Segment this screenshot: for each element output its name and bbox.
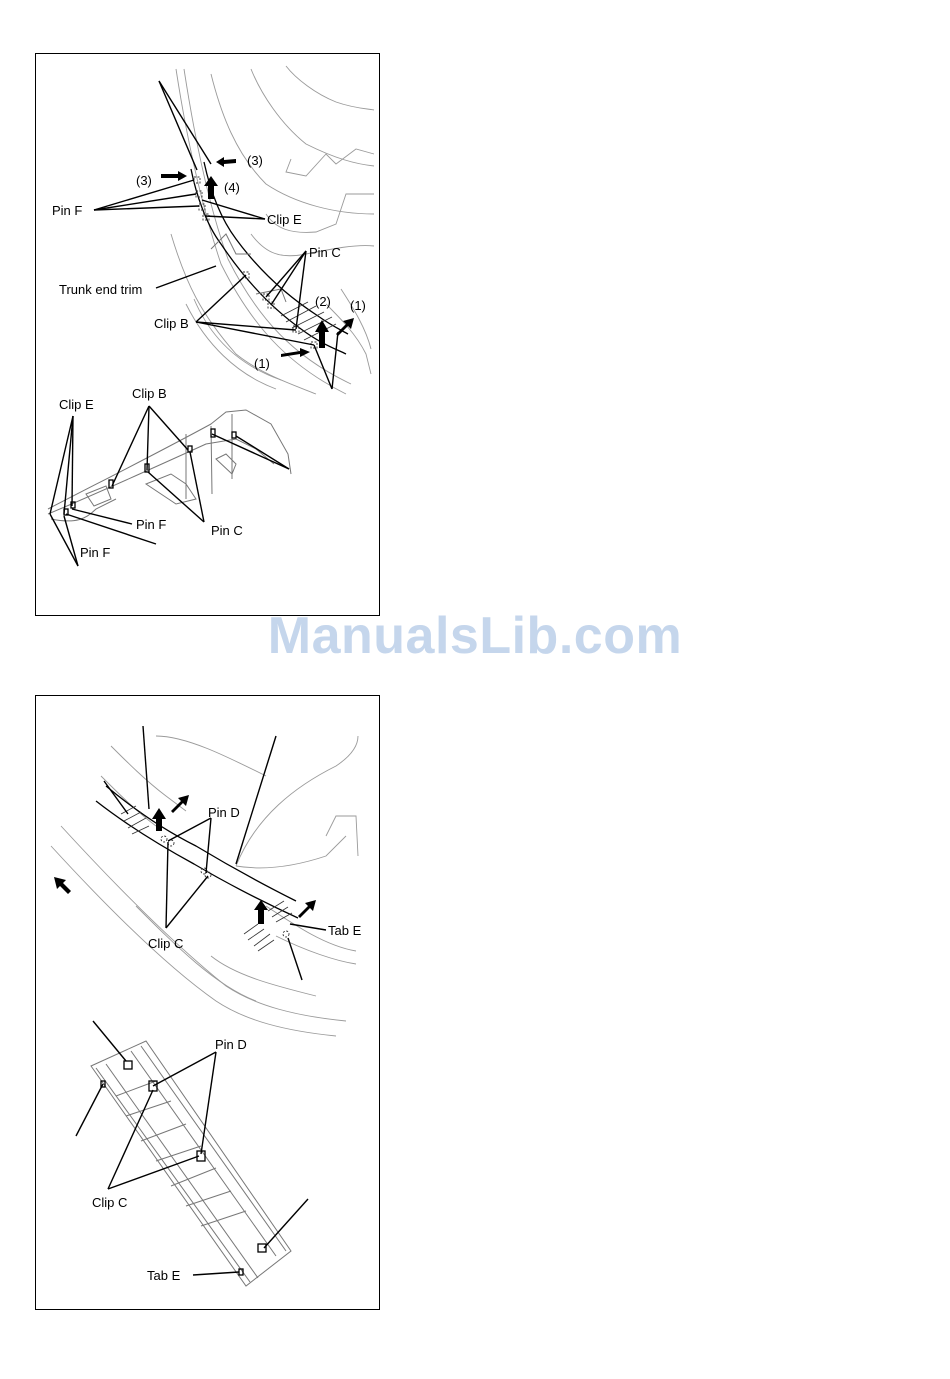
label-clip-e: Clip E — [267, 212, 302, 227]
arrow-diag-right-tab — [298, 900, 316, 918]
label-detail-tab-e: Tab E — [147, 1268, 181, 1283]
label-step1-left: (1) — [254, 356, 270, 371]
leader-lines-fig2 — [104, 726, 326, 980]
label-tab-e: Tab E — [328, 923, 362, 938]
vehicle-body-sketch — [171, 66, 374, 394]
label-step3-right: (3) — [247, 153, 263, 168]
label-detail-pin-c: Pin C — [211, 523, 243, 538]
leader-lines-fig2-detail — [76, 1021, 308, 1275]
label-detail-pin-f-2: Pin F — [80, 545, 110, 560]
label-step1-right: (1) — [350, 298, 366, 313]
illustration-trunk-end-trim: (3) (3) (4) Pin F Clip E Pin C Trunk end… — [36, 54, 379, 615]
figure-rear-skirt-trim-removal: Pin D Clip C Tab E Pin D Clip C Tab E — [35, 695, 380, 1310]
label-detail-pin-d: Pin D — [215, 1037, 247, 1052]
arrow-step4-up — [204, 176, 218, 199]
label-pin-d: Pin D — [208, 805, 240, 820]
label-detail-clip-e: Clip E — [59, 397, 94, 412]
leader-lines-detail — [50, 406, 289, 566]
label-pin-f: Pin F — [52, 203, 82, 218]
label-trunk-end-trim: Trunk end trim — [59, 282, 142, 297]
label-clip-b: Clip B — [154, 316, 189, 331]
vehicle-body-sketch-2 — [51, 736, 358, 1036]
arrow-diag-left-tab — [171, 795, 189, 813]
label-clip-c: Clip C — [148, 936, 183, 951]
illustration-rear-skirt-trim: Pin D Clip C Tab E Pin D Clip C Tab E — [36, 696, 379, 1309]
arrow-front-indicator — [54, 877, 71, 894]
label-detail-clip-c: Clip C — [92, 1195, 127, 1210]
arrow-step1-right — [336, 318, 354, 336]
figure-trunk-end-trim-removal: (3) (3) (4) Pin F Clip E Pin C Trunk end… — [35, 53, 380, 616]
label-detail-pin-f-1: Pin F — [136, 517, 166, 532]
leader-lines-main — [94, 81, 338, 389]
label-pin-c: Pin C — [309, 245, 341, 260]
arrow-up-right-tab — [254, 900, 268, 924]
trim-detail-view — [48, 410, 291, 521]
rear-skirt-trim-part — [96, 786, 298, 918]
skirt-trim-detail-view — [91, 1041, 291, 1286]
hidden-fastener-markers-2 — [161, 836, 289, 937]
watermark: ManualsLib.com — [0, 606, 950, 666]
label-detail-clip-b: Clip B — [132, 386, 167, 401]
label-step2: (2) — [315, 294, 331, 309]
arrow-step3-right — [216, 157, 236, 167]
label-step4: (4) — [224, 180, 240, 195]
label-step3-left: (3) — [136, 173, 152, 188]
arrow-step3-left — [161, 171, 187, 181]
